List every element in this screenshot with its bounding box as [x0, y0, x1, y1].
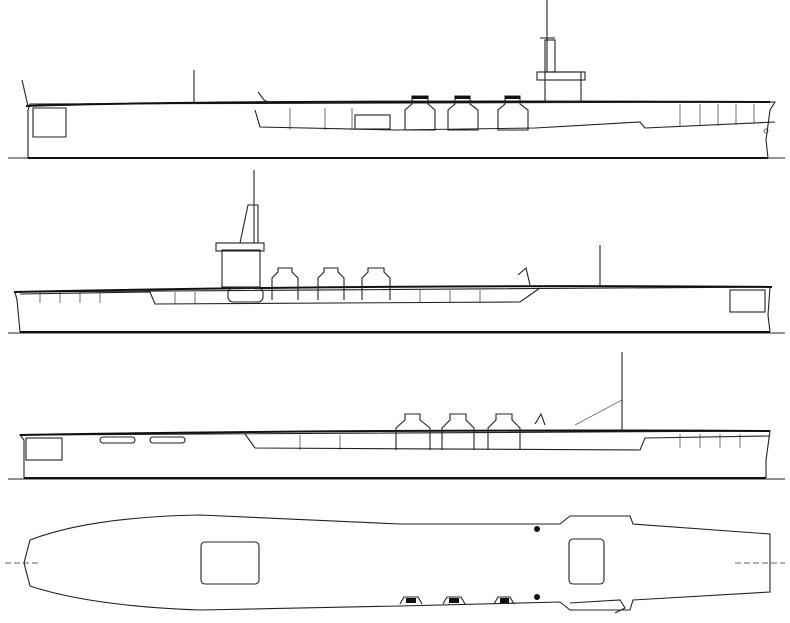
boat	[227, 287, 264, 303]
hawse-hole	[763, 128, 769, 134]
funnel-3	[361, 267, 391, 300]
profile-view-1	[8, 0, 785, 159]
funnel-2	[317, 267, 345, 300]
profile-view-2	[8, 170, 785, 334]
funnels	[271, 267, 391, 300]
plan-view	[5, 514, 785, 614]
funnel-1	[271, 267, 299, 300]
gun-mount	[534, 594, 540, 600]
funnels	[395, 413, 521, 450]
hull-outline	[27, 101, 776, 159]
stern-pole	[21, 79, 29, 107]
boat	[99, 436, 136, 444]
stern-opening	[32, 107, 67, 138]
stern-opening	[25, 437, 63, 461]
flight-deck	[25, 100, 771, 107]
funnel-tops	[399, 596, 515, 605]
island	[544, 71, 582, 103]
funnel-2	[441, 413, 475, 450]
gun-mount	[534, 526, 540, 532]
island-platform	[536, 71, 586, 81]
crane	[257, 91, 271, 104]
mast-structure	[239, 204, 259, 244]
hangar-line	[19, 287, 541, 305]
rigging	[574, 399, 623, 426]
profile-view-3	[8, 352, 785, 480]
forward-elevator	[568, 538, 605, 585]
funnel-1	[395, 413, 431, 450]
hull-outline	[14, 286, 771, 333]
crane	[517, 266, 531, 286]
mast-structure	[544, 39, 556, 73]
deck-outline	[23, 514, 771, 611]
funnels	[404, 95, 529, 131]
island	[221, 249, 261, 288]
hangar-line	[254, 109, 776, 131]
boat	[354, 114, 391, 130]
aft-elevator	[200, 541, 260, 585]
hangar-line	[244, 433, 771, 451]
stern-opening	[729, 289, 766, 313]
flight-deck	[19, 429, 771, 436]
funnel-3	[487, 413, 521, 450]
flight-deck	[13, 285, 773, 293]
crane	[534, 412, 546, 426]
hull-outline	[18, 430, 771, 478]
boat	[149, 436, 186, 444]
crane	[569, 599, 626, 614]
